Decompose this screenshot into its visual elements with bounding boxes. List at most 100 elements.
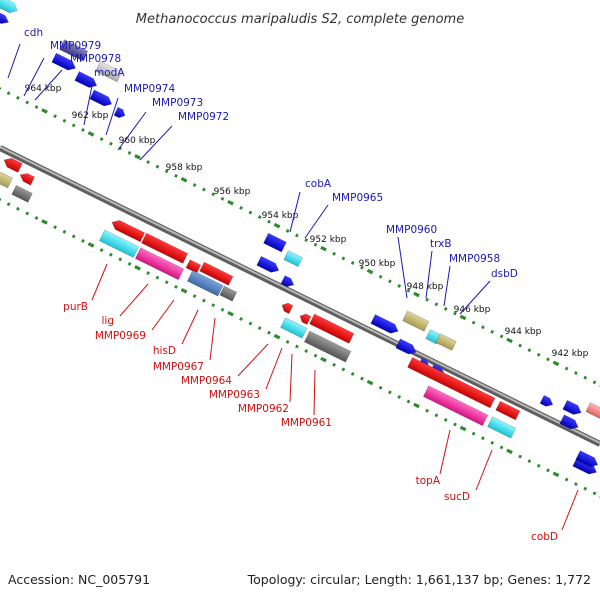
leader-line-top bbox=[397, 236, 408, 299]
gene-feature[interactable] bbox=[422, 385, 489, 427]
gene-label-bottom[interactable]: MMP0969 bbox=[95, 330, 146, 342]
gene-label-bottom[interactable]: cobD bbox=[531, 531, 558, 543]
gene-feature[interactable] bbox=[487, 416, 517, 439]
gene-label-bottom[interactable]: sucD bbox=[444, 491, 470, 503]
gene-feature[interactable] bbox=[74, 71, 99, 91]
gene-feature[interactable] bbox=[0, 0, 20, 15]
tick-mark-bottom bbox=[174, 284, 178, 289]
tick-mark-top bbox=[313, 242, 318, 247]
gene-label-bottom[interactable]: MMP0964 bbox=[181, 375, 232, 387]
gene-feature[interactable] bbox=[280, 317, 308, 339]
gene-feature[interactable] bbox=[113, 106, 127, 119]
gene-feature[interactable] bbox=[141, 232, 189, 264]
gene-label-top[interactable]: cobA bbox=[305, 178, 332, 190]
gene-label-top[interactable]: trxB bbox=[430, 238, 452, 250]
gene-feature[interactable] bbox=[11, 185, 33, 203]
kbp-label: 956 kbp bbox=[214, 187, 251, 197]
gene-feature[interactable] bbox=[110, 218, 146, 243]
gene-label-top[interactable]: MMP0965 bbox=[332, 192, 383, 204]
gene-label-bottom[interactable]: purB bbox=[63, 301, 88, 313]
gene-feature[interactable] bbox=[562, 399, 584, 417]
gene-feature[interactable] bbox=[402, 310, 430, 332]
gene-feature[interactable] bbox=[395, 338, 418, 357]
gene-feature[interactable] bbox=[18, 171, 35, 186]
tick-mark-bottom bbox=[499, 445, 504, 450]
gene-label-top[interactable]: MMP0979 bbox=[50, 40, 101, 52]
gene-label-bottom[interactable]: hisD bbox=[153, 345, 176, 357]
gene-feature[interactable] bbox=[298, 312, 312, 325]
tick-mark-bottom bbox=[434, 413, 439, 418]
gene-feature[interactable] bbox=[280, 275, 296, 289]
leader-line-top bbox=[443, 265, 451, 307]
gene-feature[interactable] bbox=[559, 414, 581, 432]
gene-feature[interactable] bbox=[407, 356, 496, 409]
gene-feature[interactable] bbox=[263, 232, 287, 253]
gene-shape bbox=[141, 232, 189, 264]
tick-mark-bottom bbox=[211, 303, 216, 308]
gene-feature[interactable] bbox=[256, 255, 281, 275]
gene-feature[interactable] bbox=[95, 61, 123, 83]
gene-label-top[interactable]: MMP0972 bbox=[178, 111, 229, 123]
gene-shape bbox=[575, 450, 599, 468]
gene-feature[interactable] bbox=[134, 247, 185, 281]
gene-label-bottom[interactable]: lig bbox=[102, 315, 115, 327]
gene-feature[interactable] bbox=[495, 400, 521, 421]
tick-mark-bottom bbox=[146, 271, 150, 275]
tick-mark-top bbox=[53, 114, 57, 119]
gene-feature[interactable] bbox=[199, 261, 234, 286]
gene-label-top[interactable]: MMP0974 bbox=[124, 83, 175, 95]
tick-mark-bottom bbox=[285, 339, 290, 344]
gene-label-top[interactable]: MMP0973 bbox=[152, 97, 203, 109]
tick-mark-top bbox=[453, 311, 457, 316]
gene-feature[interactable] bbox=[435, 333, 457, 351]
gene-shape bbox=[309, 313, 355, 344]
gene-feature[interactable] bbox=[89, 89, 114, 109]
leader-line-bottom bbox=[119, 283, 149, 317]
leader-line-bottom bbox=[561, 489, 579, 531]
gene-label-top[interactable]: MMP0960 bbox=[386, 224, 437, 236]
tick-mark-top bbox=[192, 183, 197, 187]
kbp-label: 950 kbp bbox=[359, 259, 396, 269]
gene-feature[interactable] bbox=[0, 169, 13, 189]
tick-mark-top bbox=[434, 302, 439, 307]
gene-feature[interactable] bbox=[219, 285, 238, 302]
gene-shape bbox=[283, 250, 303, 268]
gene-label-bottom[interactable]: MMP0961 bbox=[281, 417, 332, 429]
gene-feature[interactable] bbox=[539, 394, 555, 408]
gene-feature[interactable] bbox=[370, 314, 401, 336]
gene-label-top[interactable]: MMP0958 bbox=[449, 253, 500, 265]
gene-feature[interactable] bbox=[59, 39, 89, 62]
gene-label-top[interactable]: dsbD bbox=[491, 268, 518, 280]
gene-feature[interactable] bbox=[186, 269, 224, 297]
gene-label-bottom[interactable]: MMP0967 bbox=[153, 361, 204, 373]
gene-label-bottom[interactable]: MMP0963 bbox=[209, 389, 260, 401]
tick-mark-top bbox=[490, 329, 495, 334]
gene-label-top[interactable]: modA bbox=[94, 67, 125, 79]
gene-feature[interactable] bbox=[280, 301, 294, 314]
gene-label-bottom[interactable]: MMP0962 bbox=[238, 403, 289, 415]
gene-shape bbox=[199, 261, 234, 286]
tick-mark-top bbox=[146, 160, 150, 164]
gene-feature[interactable] bbox=[585, 402, 600, 421]
gene-shape bbox=[59, 39, 89, 62]
gene-feature[interactable] bbox=[309, 313, 355, 344]
gene-feature[interactable] bbox=[98, 229, 140, 258]
gene-shape bbox=[422, 385, 489, 427]
gene-shape bbox=[487, 416, 517, 439]
gene-label-bottom[interactable]: topA bbox=[416, 475, 441, 487]
gene-feature[interactable] bbox=[2, 155, 23, 173]
gene-feature[interactable] bbox=[0, 11, 11, 26]
gene-label-top[interactable]: cdh bbox=[24, 27, 43, 39]
leader-line-top bbox=[139, 125, 173, 161]
tick-mark-top bbox=[406, 288, 411, 293]
tick-mark-bottom bbox=[536, 463, 541, 468]
leader-line-top bbox=[289, 191, 301, 233]
gene-shape bbox=[585, 402, 600, 421]
gene-feature[interactable] bbox=[303, 330, 352, 363]
gene-feature[interactable] bbox=[283, 250, 303, 268]
gene-label-top[interactable]: MMP0978 bbox=[70, 53, 121, 65]
tick-mark-bottom bbox=[518, 454, 522, 459]
gene-feature[interactable] bbox=[575, 450, 600, 470]
gene-feature[interactable] bbox=[51, 52, 78, 73]
